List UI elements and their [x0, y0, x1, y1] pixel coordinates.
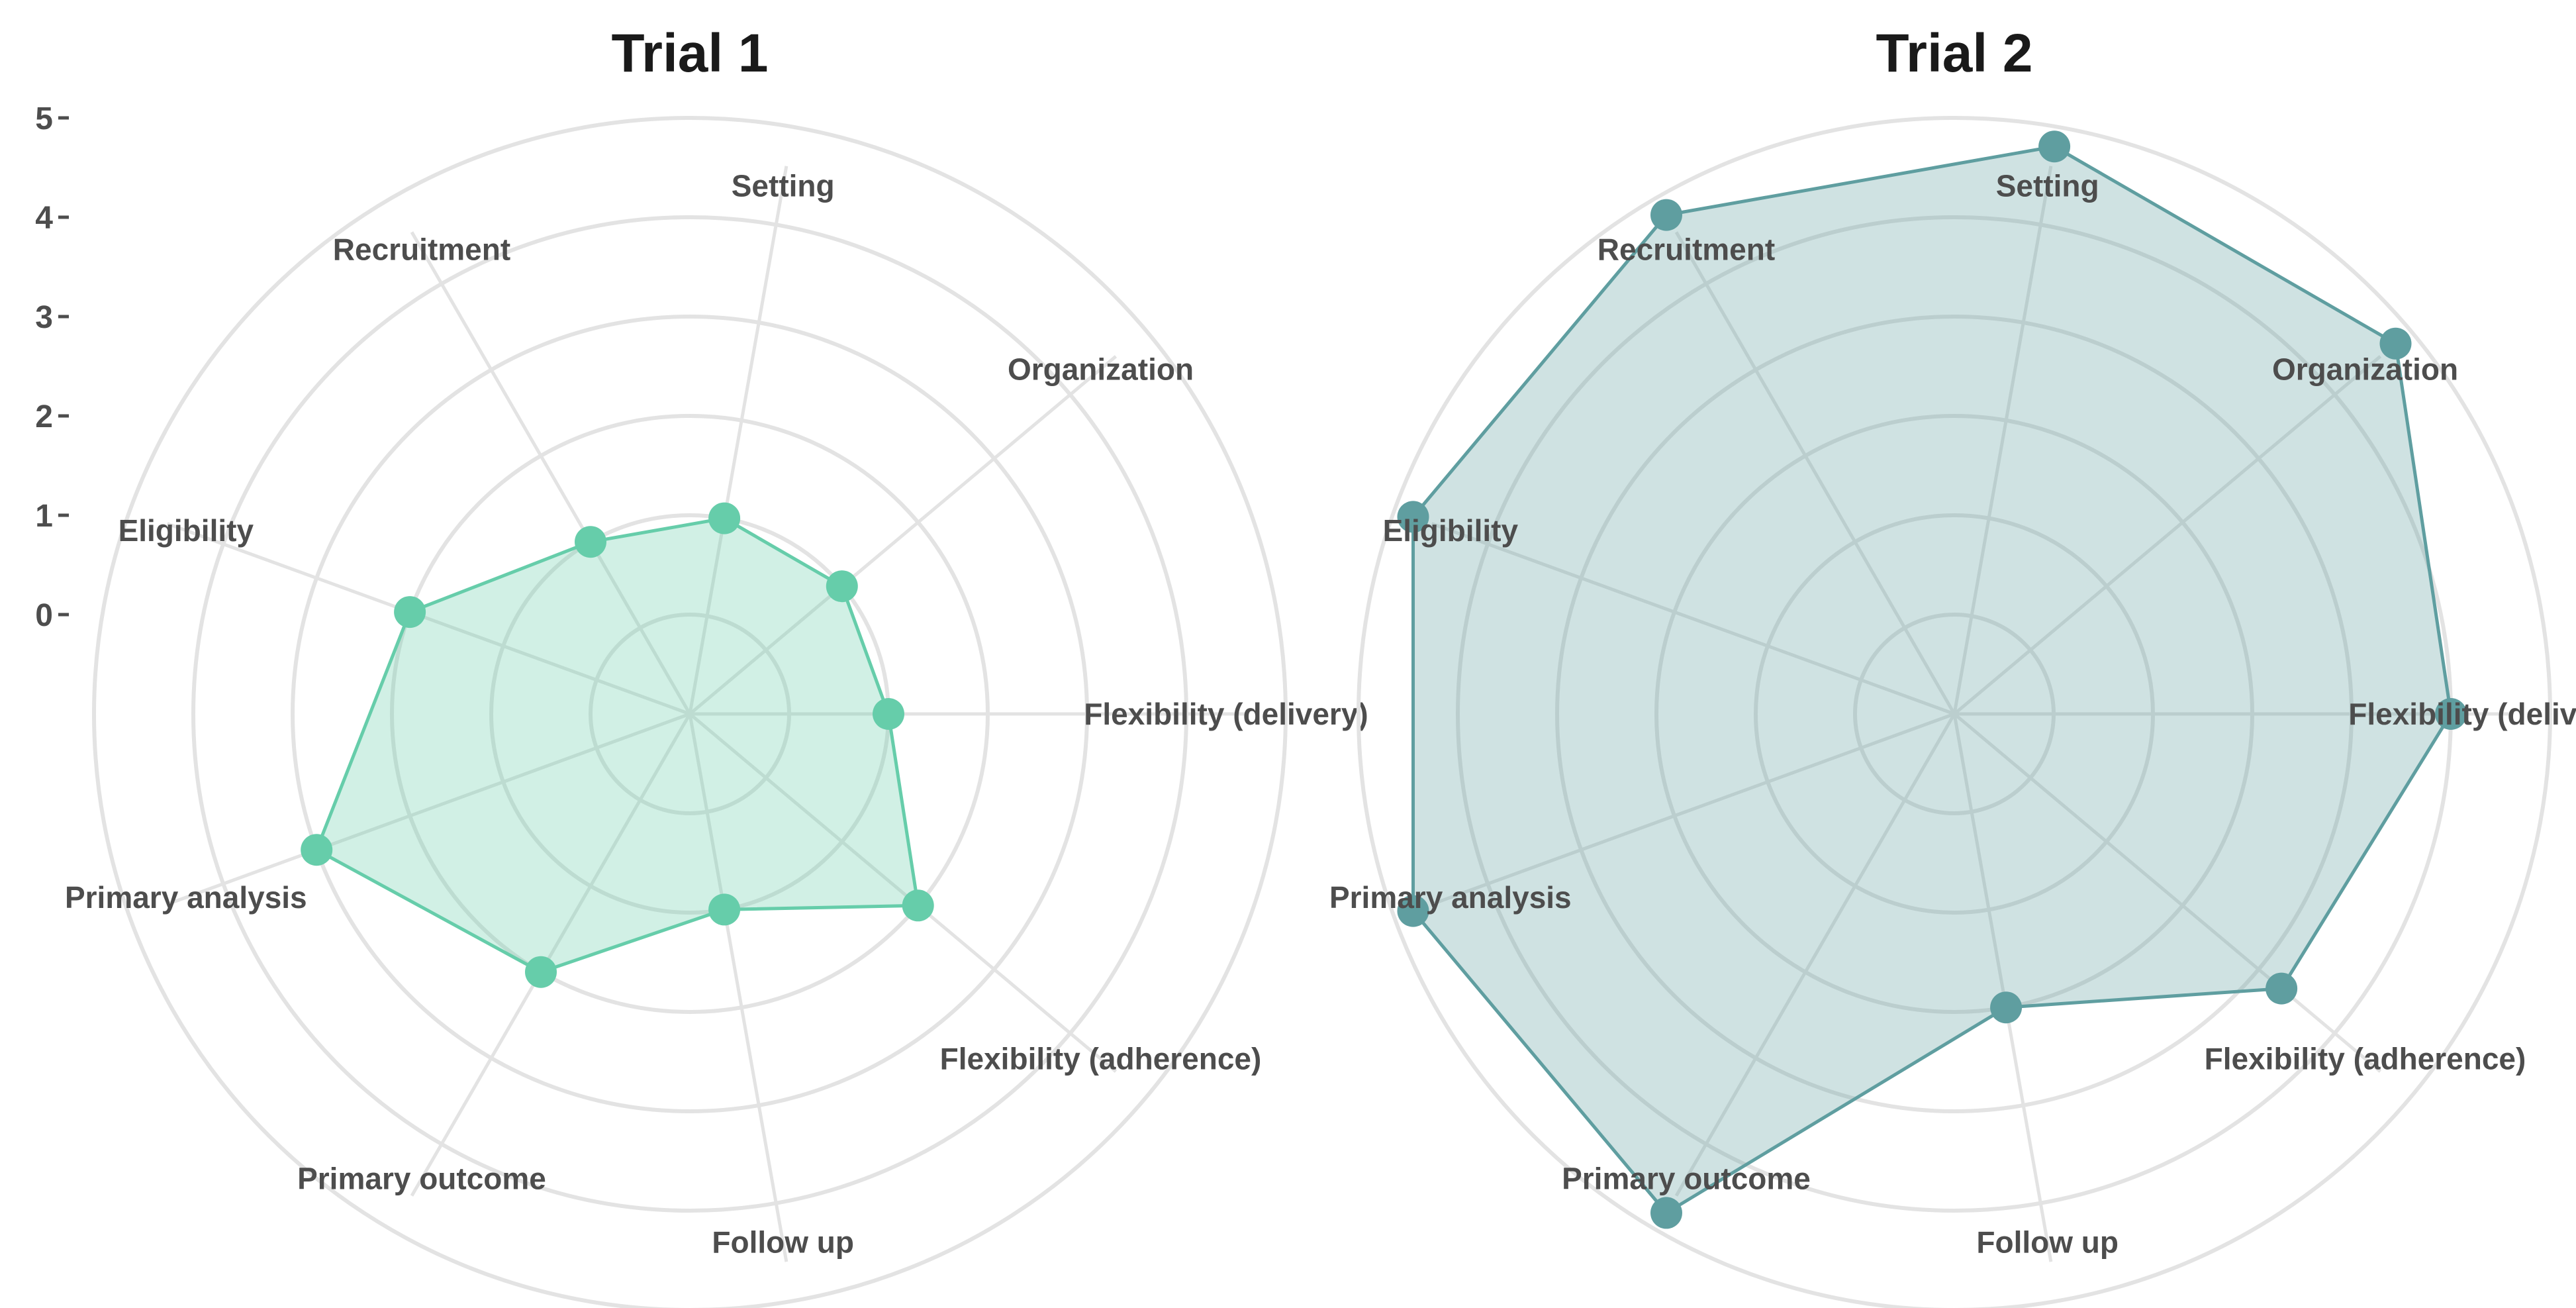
grid-spoke [689, 713, 1118, 1073]
grid-spoke [688, 166, 788, 715]
category-label: Setting [1996, 168, 2099, 203]
chart-title: Trial 1 [611, 23, 768, 83]
category-label: Primary analysis [65, 880, 307, 915]
grid-spoke [410, 231, 692, 715]
data-point-recruitment [575, 526, 606, 558]
category-label: Eligibility [119, 513, 254, 548]
data-point-primary-analysis [1397, 895, 1429, 927]
category-label: Flexibility (delivery) [2348, 697, 2576, 731]
data-point-recruitment [1650, 199, 1682, 231]
category-label: Flexibility (delivery) [1084, 697, 1368, 731]
category-label: Eligibility [1383, 513, 1519, 548]
radial-tick-label: 3 [35, 300, 53, 335]
category-label: Primary outcome [297, 1162, 546, 1196]
data-point-primary-outcome [525, 956, 557, 988]
radar-panel-1: Trial 1 Eligibility Recruitment SettingOrga… [35, 23, 1368, 1308]
data-point-flexibility-adherence [2266, 972, 2298, 1005]
data-point-primary-analysis [301, 834, 333, 866]
data-point-primary-outcome [1650, 1197, 1682, 1229]
category-label: Setting [732, 168, 835, 203]
radial-axis: 0 1 2 3 4 5 [35, 101, 69, 633]
data-point-flexibility-adherence [902, 889, 934, 922]
grid-spoke [166, 712, 691, 906]
data-point-organization [826, 570, 858, 603]
radial-tick-label: 4 [35, 201, 53, 236]
data-point-flexibility-delivery [2435, 698, 2467, 730]
category-label: Follow up [1976, 1225, 2119, 1260]
grid-spoke [1431, 712, 1955, 906]
grid-spoke [1431, 522, 1955, 716]
grid-spoke [688, 713, 788, 1262]
grid-spoke [689, 355, 1118, 715]
category-label: Recruitment [1598, 232, 1775, 267]
grid-spoke [1953, 713, 2382, 1073]
data-point-eligibility [1397, 501, 1429, 533]
radar-panel-2: Trial 2 Eligibility Recruitment SettingOrga… [1329, 23, 2576, 1308]
grid-spoke [1674, 713, 1956, 1197]
data-point-setting [2038, 130, 2071, 163]
data-point-follow-up [708, 893, 741, 926]
radial-tick-label: 1 [35, 499, 53, 534]
data-point-setting [708, 502, 741, 534]
radial-tick-label: 5 [35, 101, 53, 136]
grid-ring [1357, 116, 2552, 1308]
category-label: Follow up [712, 1225, 854, 1260]
radial-tick-label: 2 [35, 399, 53, 434]
grid-spoke [1952, 713, 2053, 1262]
chart-title: Trial 2 [1876, 23, 2032, 83]
data-point-follow-up [1990, 991, 2023, 1024]
grid-spoke [1952, 166, 2053, 715]
grid-ring [92, 116, 1288, 1308]
category-label: Primary analysis [1329, 880, 1572, 915]
data-point-flexibility-delivery [873, 698, 904, 730]
grid-spoke [166, 522, 691, 716]
radial-tick-label: 0 [35, 598, 53, 633]
category-label: Primary outcome [1562, 1162, 1811, 1196]
series-area [1411, 144, 2453, 1215]
category-label: Recruitment [333, 232, 510, 267]
series-area [314, 517, 920, 974]
grid-spoke [410, 713, 692, 1197]
grid-spoke [1674, 231, 1956, 715]
category-label: Flexibility (adherence) [940, 1042, 1262, 1076]
data-point-organization [2379, 327, 2412, 360]
category-label: Organization [2272, 352, 2458, 386]
category-label: Organization [1008, 352, 1194, 386]
grid-spoke [1953, 355, 2382, 715]
data-point-eligibility [394, 596, 426, 629]
category-label: Flexibility (adherence) [2205, 1042, 2526, 1076]
